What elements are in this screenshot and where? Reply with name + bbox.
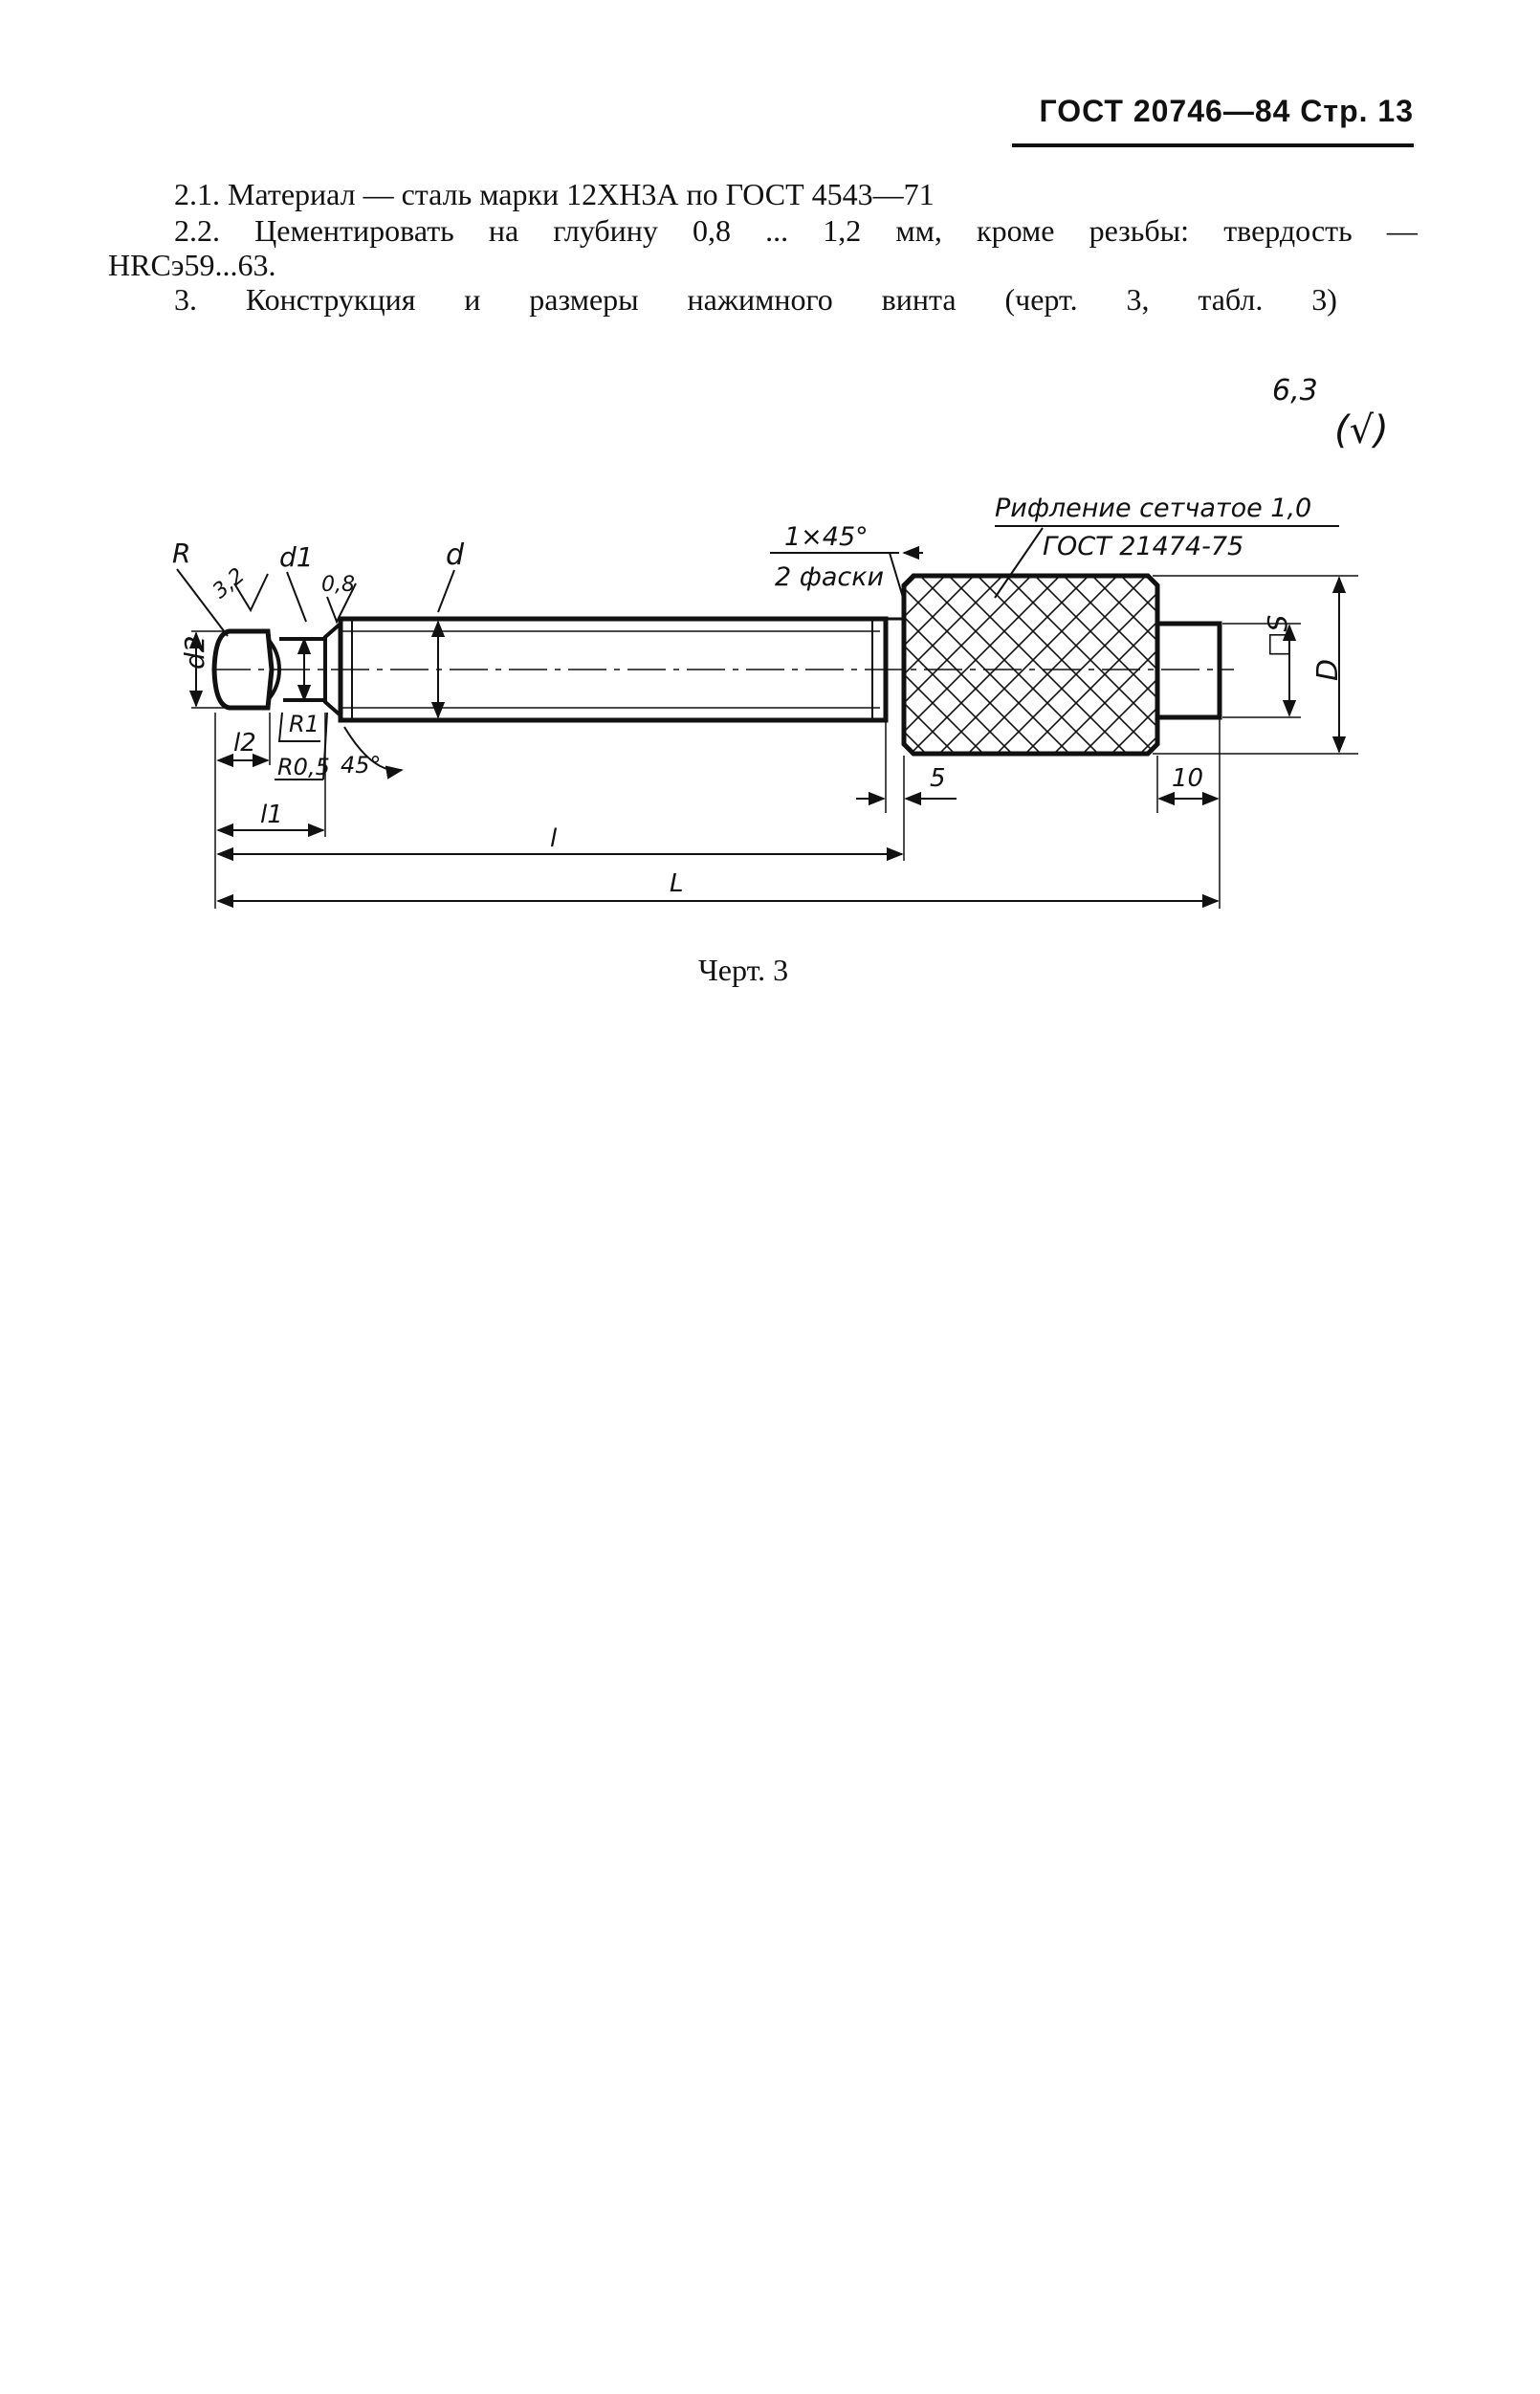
label-angle-45: 45° — [341, 752, 382, 779]
paragraph-word: Цементировать — [254, 213, 454, 248]
header-title: ГОСТ 20746—84 Стр. 13 — [1039, 94, 1414, 128]
paragraph-word: глубину — [553, 213, 658, 248]
paragraph-word: 1,2 — [823, 213, 862, 248]
label-S: □S — [1262, 615, 1293, 657]
label-dim-5: 5 — [930, 764, 946, 793]
figure-caption: Черт. 3 — [698, 953, 789, 987]
roughness-value: 6,3 — [1272, 374, 1318, 407]
screw-head — [211, 628, 275, 711]
label-dim-10: 10 — [1172, 764, 1203, 793]
paragraph-2-1: 2.1. Материал — сталь марки 12ХН3А по ГО… — [174, 177, 935, 211]
label-d1: d1 — [279, 541, 314, 573]
roughness-mark-3-2 — [233, 573, 269, 613]
label-D: D — [1311, 659, 1345, 681]
paragraph-word: винта — [881, 282, 957, 317]
label-R1: R1 — [289, 711, 319, 737]
paragraph-2-2: 2.2. Цементировать на глубину 0,8 ... 1,… — [174, 212, 1418, 249]
paragraph-3: 3. Конструкция и размеры нажимного винта… — [174, 281, 1337, 318]
label-l2: l2 — [233, 729, 256, 758]
paragraph-2-2-continuation: HRCэ59...63. — [108, 248, 276, 282]
paragraph-word: нажимного — [687, 282, 833, 317]
chamfer-line1: 1×45° — [784, 522, 869, 552]
paragraph-word: Конструкция — [245, 282, 416, 317]
roughness-symbol: (√) — [1334, 408, 1389, 452]
square-end — [1155, 621, 1222, 720]
paragraph-word: ... — [765, 213, 789, 248]
screw-technical-drawing: 6,3 (√) Рифление сетчатое 1,0 ГОСТ 21474… — [172, 374, 1389, 909]
arc-angle-45 — [343, 726, 404, 780]
paragraph-word: 3, — [1126, 282, 1150, 317]
label-R05: R0,5 — [277, 754, 330, 780]
paragraph-word: 0,8 — [693, 213, 732, 248]
leader-R — [176, 568, 229, 637]
paragraph-word: табл. — [1198, 282, 1264, 317]
page-header: ГОСТ 20746—84 Стр. 13 — [1012, 94, 1414, 147]
paragraph-word: 3) — [1311, 282, 1337, 317]
knurl-note-line2: ГОСТ 21474-75 — [1043, 532, 1243, 561]
leader-d — [437, 569, 455, 613]
paragraph-word: 2.2. — [174, 213, 220, 248]
leader-R1 — [277, 712, 320, 742]
label-d: d — [446, 538, 465, 572]
label-l: l — [550, 824, 558, 853]
chamfer-line2: 2 фаски — [775, 562, 884, 592]
paragraph-word: резьбы: — [1089, 213, 1190, 248]
paragraph-word: и — [464, 282, 481, 317]
label-L: L — [670, 869, 684, 898]
roughness-mark-0-8 — [326, 582, 357, 625]
label-d2: d2 — [179, 635, 210, 670]
label-R: R — [172, 538, 190, 569]
header-rule — [1012, 143, 1414, 147]
knurled-grip — [901, 573, 1160, 757]
paragraph-word: (черт. — [1004, 282, 1078, 317]
paragraph-word: кроме — [977, 213, 1055, 248]
knurl-note-line1: Рифление сетчатое 1,0 — [995, 494, 1311, 523]
leader-d1 — [286, 571, 307, 623]
label-l1: l1 — [260, 801, 283, 829]
paragraph-word: твердость — [1223, 213, 1353, 248]
paragraph-word: 3. — [174, 282, 197, 317]
paragraph-word: размеры — [529, 282, 639, 317]
paragraph-word: мм, — [895, 213, 942, 248]
label-roughness-0-8: 0,8 — [321, 573, 355, 597]
paragraph-word: — — [1386, 213, 1418, 248]
paragraph-word: на — [488, 213, 519, 248]
